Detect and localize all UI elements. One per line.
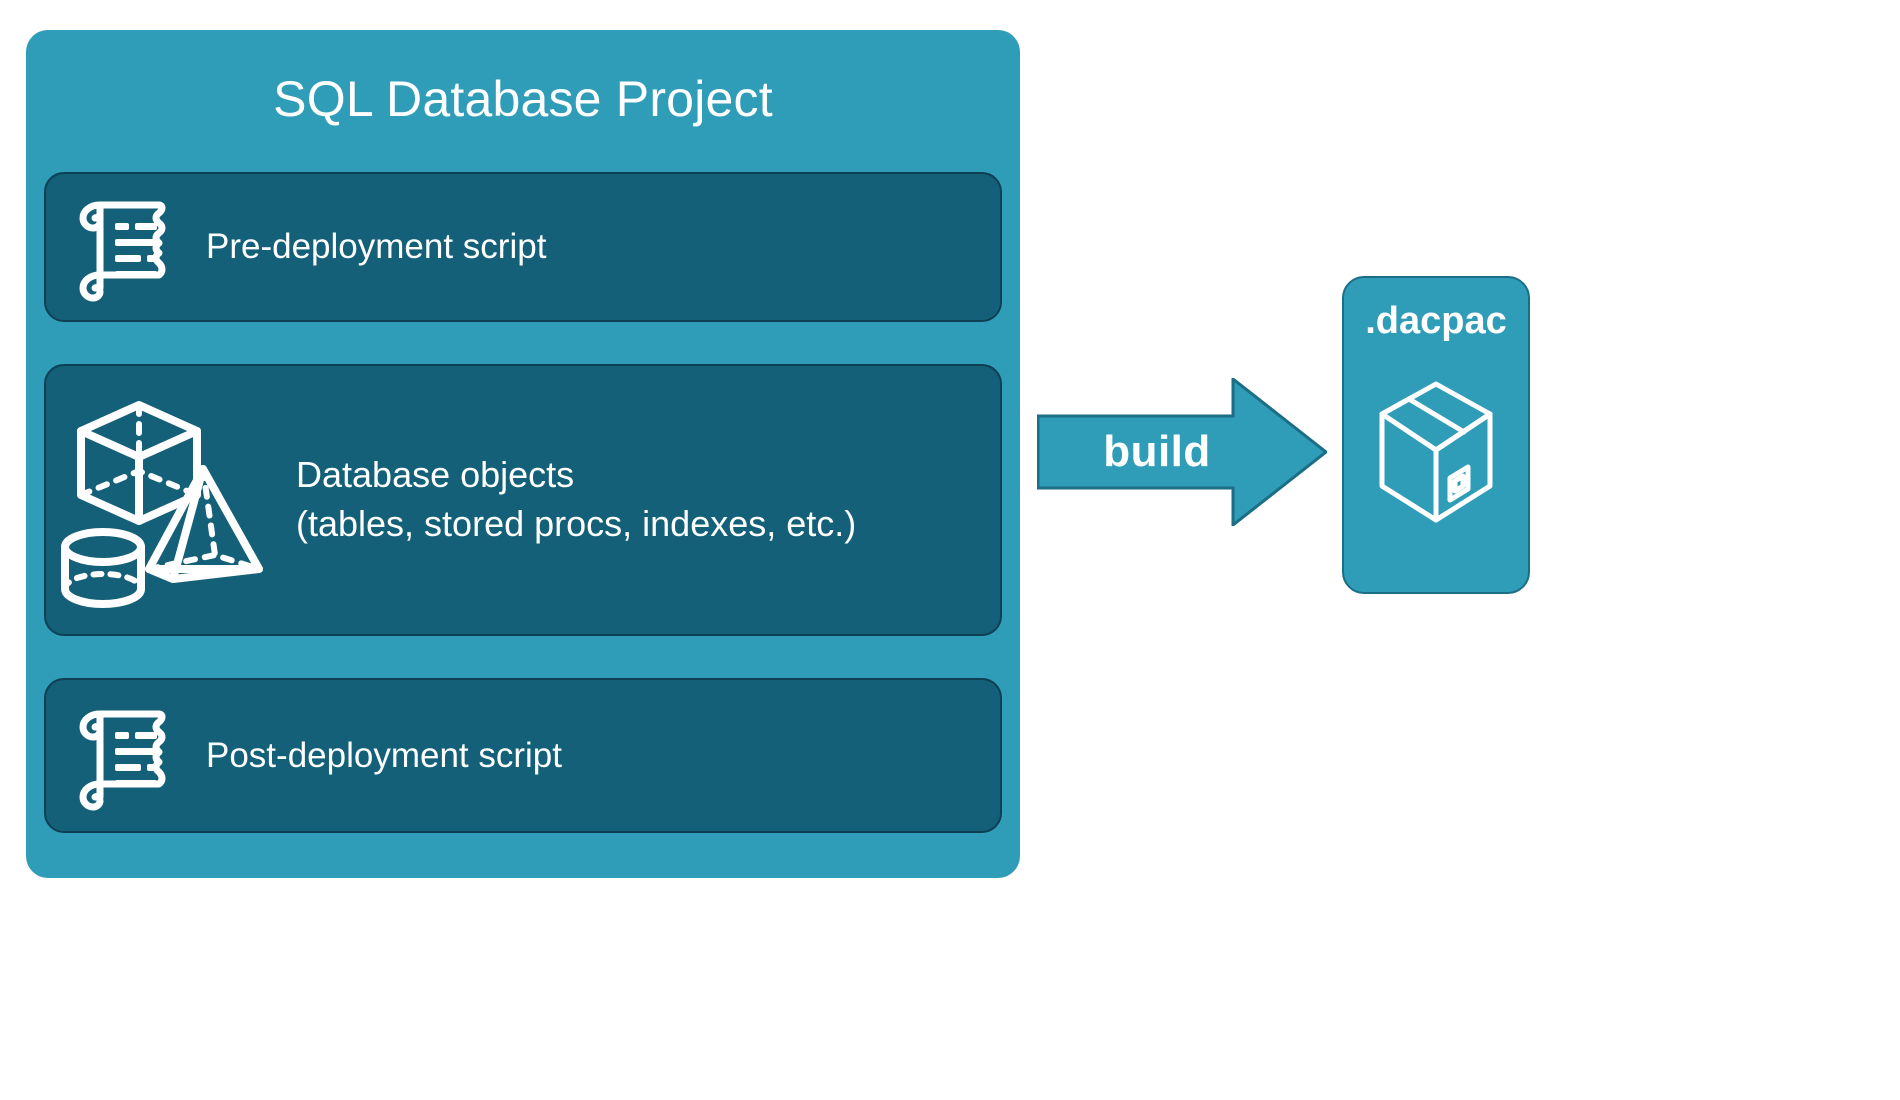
- scroll-icon: [46, 191, 206, 303]
- dacpac-output-card[interactable]: .dacpac: [1342, 276, 1530, 594]
- panel-post-deployment-label: Post-deployment script: [206, 735, 562, 775]
- sql-database-project-card: SQL Database Project: [26, 30, 1020, 878]
- build-arrow-icon: [1037, 378, 1327, 526]
- dacpac-title: .dacpac: [1365, 300, 1507, 342]
- cube-hidden-edges: [78, 401, 200, 498]
- panel-database-objects-label: Database objects (tables, stored procs, …: [296, 454, 857, 544]
- cylinder-hidden-edge: [62, 570, 144, 592]
- cylinder-icon: [61, 527, 145, 608]
- panel-post-deployment-script[interactable]: Post-deployment script: [44, 678, 1002, 833]
- panel-pre-deployment-label: Pre-deployment script: [206, 227, 547, 267]
- pyramid-icon: [145, 464, 263, 583]
- panel-pre-deployment-script[interactable]: Pre-deployment script: [44, 172, 1002, 322]
- database-objects-icon-group: [46, 383, 296, 618]
- package-box-icon: [1364, 370, 1508, 538]
- panel-database-objects[interactable]: Database objects (tables, stored procs, …: [44, 364, 1002, 636]
- scroll-icon: [46, 700, 206, 812]
- project-title: SQL Database Project: [273, 71, 773, 127]
- pyramid-hidden-edges: [146, 465, 262, 572]
